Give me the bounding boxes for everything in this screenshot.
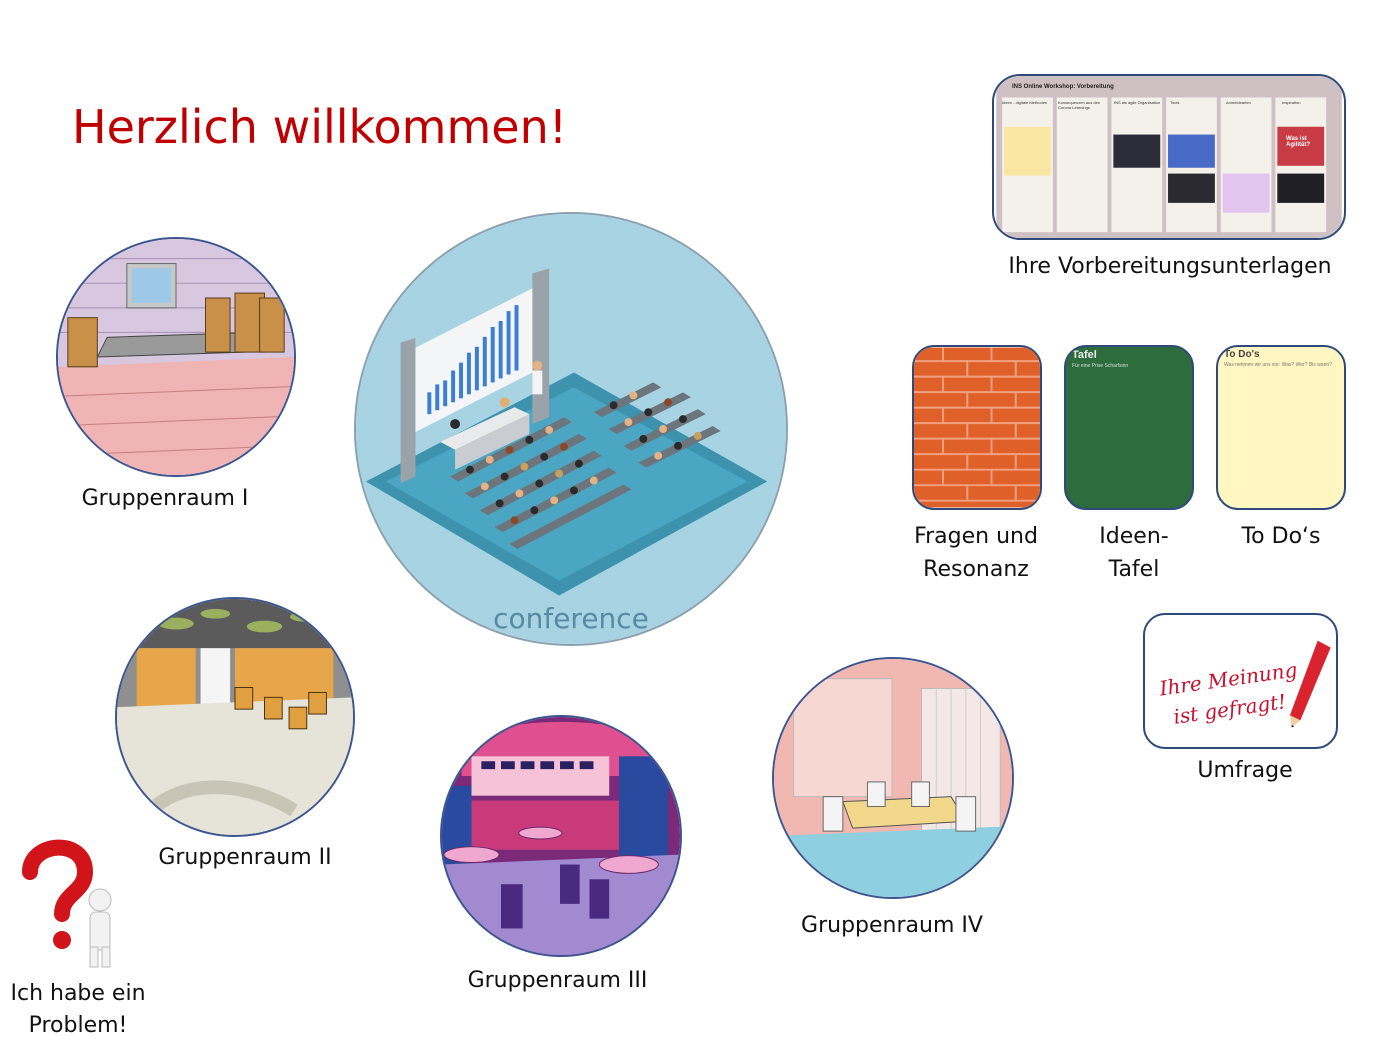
group-room-3[interactable] <box>440 715 682 957</box>
preparation-board-columns: Ideen - digitale Methoden Konsequenzen a… <box>1000 100 1336 110</box>
pencil-icon <box>1289 640 1331 728</box>
question-mark-figure-icon[interactable] <box>0 832 140 972</box>
column-header: Tools <box>1170 100 1180 105</box>
group-room-1-illustration <box>58 239 294 475</box>
ideas-board-title: Tafel <box>1072 349 1097 361</box>
questions-board-label[interactable]: Fragen und Resonanz <box>900 520 1052 586</box>
todo-board-subtitle: Was nehmen wir uns vor: Was? Wer? Bis wa… <box>1224 362 1332 368</box>
ideas-board-label[interactable]: Ideen- Tafel <box>1064 520 1204 586</box>
help-label-line2: Problem! <box>28 1013 128 1038</box>
group-room-4-label[interactable]: Gruppenraum IV <box>801 913 983 938</box>
column-header: Inspiration <box>1282 100 1301 105</box>
conference-illustration <box>356 214 786 644</box>
column-header: Ideen - digitale Methoden <box>1002 100 1048 105</box>
group-room-3-label[interactable]: Gruppenraum III <box>467 968 648 993</box>
column-header: Konsequenzen aus den Corona Learnings <box>1058 100 1101 110</box>
ideas-board[interactable]: Tafel Für eine Prise Scharfsinn <box>1064 345 1194 510</box>
questions-label-line2: Resonanz <box>923 557 1029 582</box>
group-room-1-label[interactable]: Gruppenraum I <box>81 486 249 511</box>
group-room-4[interactable] <box>772 657 1014 899</box>
preparation-board[interactable]: INS Online Workshop: Vorbereitung Ideen … <box>992 74 1346 240</box>
help-label[interactable]: Ich habe ein Problem! <box>0 978 156 1042</box>
ideas-label-line1: Ideen- <box>1099 524 1169 549</box>
todo-board-title: To Do's <box>1224 349 1260 360</box>
ideas-label-line2: Tafel <box>1108 557 1160 582</box>
help-label-line1: Ich habe ein <box>10 981 146 1006</box>
group-room-2-illustration <box>117 599 353 835</box>
preparation-board-preview <box>996 76 1342 238</box>
survey-card[interactable]: Ihre Meinung ist gefragt! <box>1143 613 1338 749</box>
todo-board-label[interactable]: To Do‘s <box>1241 524 1321 549</box>
column-header: INS als agile Organisation <box>1114 100 1161 105</box>
questions-board[interactable] <box>912 345 1042 510</box>
group-room-2-label[interactable]: Gruppenraum II <box>158 845 332 870</box>
group-room-1[interactable] <box>56 237 296 477</box>
preparation-board-label[interactable]: Ihre Vorbereitungsunterlagen <box>1008 254 1332 279</box>
agility-card-text: Was ist Agilität? <box>1286 136 1310 148</box>
column-header: Anmeldearten <box>1226 100 1251 105</box>
conference-room[interactable]: conference <box>354 212 788 646</box>
group-room-2[interactable] <box>115 597 355 837</box>
group-room-4-illustration <box>774 659 1012 897</box>
survey-label[interactable]: Umfrage <box>1197 758 1293 783</box>
conference-label: conference <box>493 602 649 635</box>
questions-label-line1: Fragen und <box>914 524 1038 549</box>
group-room-3-illustration <box>442 717 680 955</box>
preparation-board-title: INS Online Workshop: Vorbereitung <box>1012 84 1114 90</box>
ideas-board-subtitle: Für eine Prise Scharfsinn <box>1072 363 1129 369</box>
page-title: Herzlich willkommen! <box>72 100 568 154</box>
todo-board[interactable]: To Do's Was nehmen wir uns vor: Was? Wer… <box>1216 345 1346 510</box>
brick-wall-preview <box>914 347 1040 508</box>
